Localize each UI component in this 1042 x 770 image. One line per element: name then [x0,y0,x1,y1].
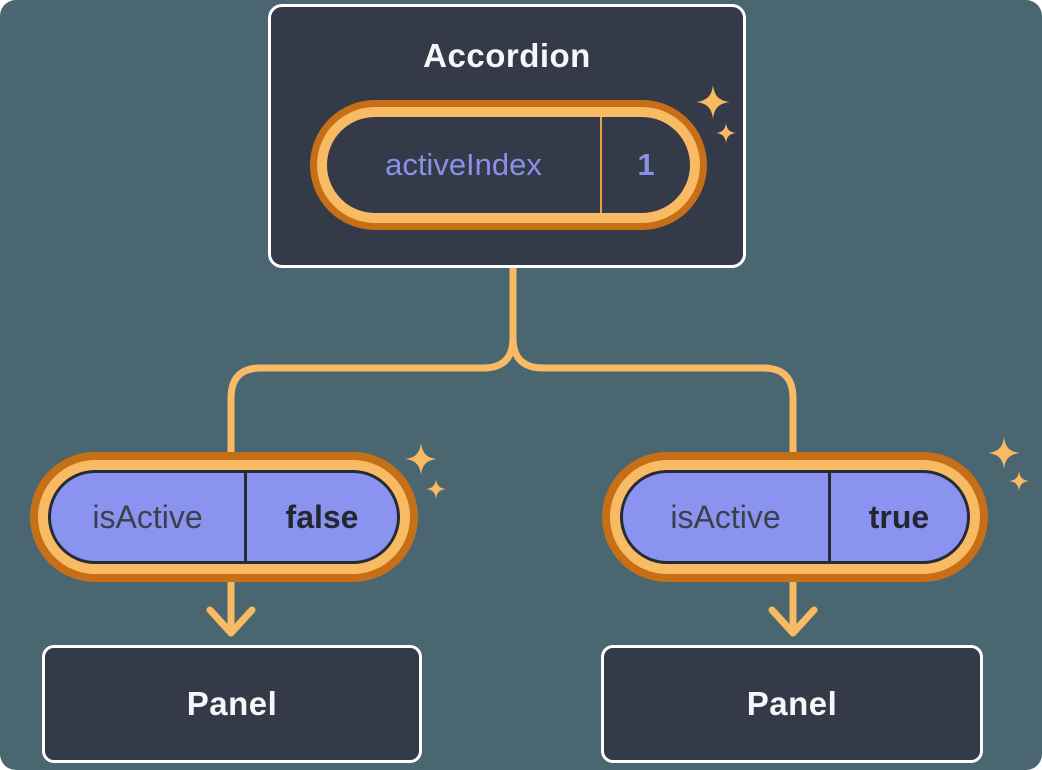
panel-label: Panel [186,685,278,722]
sparkle-icon [988,437,1020,469]
connector-right-branch [509,264,797,634]
connector-left-branch [227,264,517,634]
prop-name: isActive [670,498,781,535]
state-name: activeIndex [385,147,542,182]
prop-value: true [868,498,930,535]
accordion-title: Accordion [423,37,591,74]
prop-name: isActive [92,498,203,535]
pill-divider [600,117,602,213]
sparkle-icon [405,443,437,475]
sparkle-icon [426,479,446,499]
arrow-down-icon [206,606,256,637]
prop-pill-right: isActive true [620,470,970,564]
state-pill: activeIndex 1 [317,107,700,223]
pill-divider [828,473,831,561]
arrow-down-icon [768,606,818,637]
prop-pill-left: isActive false [48,470,400,564]
prop-value: false [285,498,359,535]
panel-box-left: Panel [42,645,422,763]
panel-label: Panel [746,685,838,722]
state-value: 1 [637,147,655,182]
sparkle-icon [1009,471,1029,491]
panel-box-right: Panel [601,645,983,763]
